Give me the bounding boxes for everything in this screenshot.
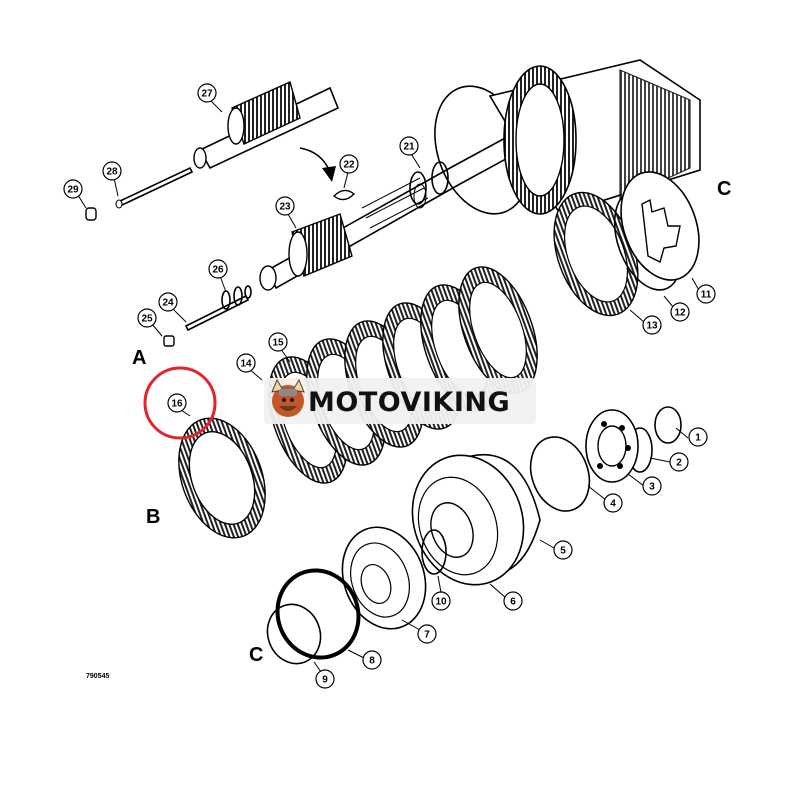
part-29 (85, 207, 97, 221)
callout-11: 11 (696, 284, 716, 304)
svg-text:7: 7 (424, 630, 430, 641)
callout-29: 29 (63, 179, 83, 199)
callout-14: 14 (236, 353, 256, 373)
callout-6: 6 (503, 591, 523, 611)
pin-28 (115, 166, 194, 209)
direction-arrow-head (322, 166, 336, 182)
svg-text:29: 29 (67, 185, 79, 196)
callout-3: 3 (642, 476, 662, 496)
svg-text:11: 11 (701, 290, 712, 301)
watermark-banner: MOTOVIKING (264, 378, 536, 424)
callout-9: 9 (315, 669, 335, 689)
svg-text:6: 6 (510, 597, 516, 608)
ring-4 (529, 436, 591, 512)
svg-text:22: 22 (343, 160, 355, 171)
callout-21: 21 (399, 136, 419, 156)
svg-text:16: 16 (171, 399, 183, 410)
callout-1: 1 (688, 427, 708, 447)
plate-13 (553, 191, 639, 317)
svg-text:24: 24 (162, 298, 174, 309)
callout-7: 7 (417, 624, 437, 644)
clutch-plate-stack (268, 266, 538, 484)
viking-logo-icon (271, 378, 305, 417)
callout-28: 28 (102, 161, 122, 181)
svg-text:15: 15 (272, 338, 284, 349)
hub-7 (341, 526, 427, 630)
callout-13: 13 (642, 315, 662, 335)
svg-text:14: 14 (240, 359, 252, 370)
callout-4: 4 (603, 493, 623, 513)
label-c-top: C (717, 178, 731, 200)
callout-15: 15 (268, 332, 288, 352)
svg-text:23: 23 (279, 202, 291, 213)
svg-text:3: 3 (649, 482, 655, 493)
upper-shaft (193, 81, 340, 170)
ring-9 (266, 603, 322, 665)
plate-11 (620, 171, 700, 281)
svg-text:9: 9 (322, 675, 328, 686)
svg-text:5: 5 (560, 546, 566, 557)
callout-10: 10 (431, 591, 451, 611)
piston-6 (411, 454, 525, 586)
callout-16: 16 (167, 393, 187, 413)
label-c-bottom: C (249, 644, 263, 666)
callout-27: 27 (197, 83, 217, 103)
callout-5: 5 (553, 540, 573, 560)
svg-text:26: 26 (212, 265, 224, 276)
label-a: A (132, 347, 146, 369)
callout-24: 24 (158, 292, 178, 312)
svg-text:28: 28 (106, 167, 118, 178)
middle-shaft (259, 128, 527, 291)
highlight-circle (143, 366, 217, 440)
callout-25: 25 (137, 308, 157, 328)
callout-2: 2 (669, 452, 689, 472)
watermark-text: MOTOVIKING (308, 387, 510, 418)
svg-text:4: 4 (610, 499, 616, 510)
svg-text:21: 21 (403, 142, 415, 153)
clutch-drum (488, 59, 701, 215)
gear-16 (178, 417, 266, 539)
pin-24 (184, 294, 250, 332)
callout-12: 12 (670, 302, 690, 322)
part-25 (163, 335, 175, 347)
callout-22: 22 (339, 154, 359, 174)
svg-text:25: 25 (141, 314, 153, 325)
seal-8 (275, 568, 361, 660)
svg-text:1: 1 (695, 433, 701, 444)
upper-shaft-gear (227, 81, 301, 145)
svg-text:27: 27 (201, 89, 213, 100)
svg-text:8: 8 (369, 656, 375, 667)
svg-text:2: 2 (676, 458, 682, 469)
svg-text:10: 10 (435, 597, 447, 608)
callout-26: 26 (208, 259, 228, 279)
snap-ring-1 (654, 406, 682, 444)
label-b: B (146, 506, 160, 528)
svg-text:12: 12 (674, 308, 686, 319)
ring-10 (421, 529, 447, 575)
callout-23: 23 (275, 196, 295, 216)
svg-text:13: 13 (646, 321, 658, 332)
bearing-3 (585, 409, 639, 483)
callout-8: 8 (362, 650, 382, 670)
drawing-code: 790545 (86, 673, 109, 680)
key-22 (332, 189, 356, 201)
